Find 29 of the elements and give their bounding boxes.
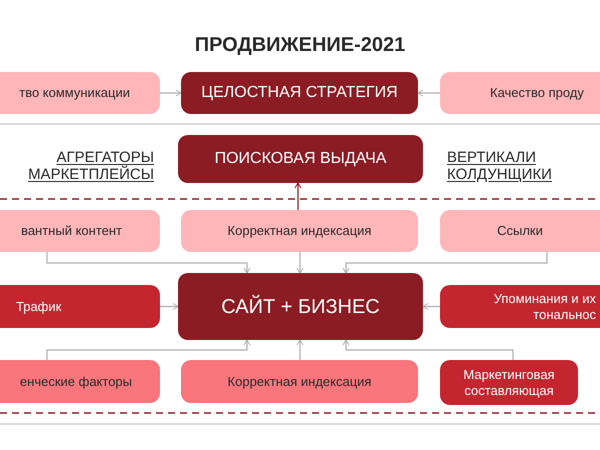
arrow [418, 90, 440, 96]
diagram-title: ПРОДВИЖЕНИЕ-2021 [194, 33, 406, 58]
factor-box: Маркетинговая составляющая [440, 360, 578, 405]
category-label: МАРКЕТПЛЕЙСЫ [28, 166, 154, 183]
category-label: ВЕРТИКАЛИ [447, 149, 536, 166]
arrow [294, 182, 302, 210]
category-label: КОЛДУНЩИКИ [447, 166, 552, 183]
main-box: ПОИСКОВАЯ ВЫДАЧА [178, 135, 423, 183]
factor-box: енческие факторы [0, 360, 160, 403]
arrow [422, 303, 440, 310]
factor-box: Ссылки [440, 210, 600, 252]
main-box: ЦЕЛОСТНАЯ СТРАТЕГИЯ [181, 72, 418, 114]
arrow [46, 252, 250, 274]
factor-box: вантный контент [0, 210, 160, 252]
arrow [342, 252, 548, 274]
arrow [296, 340, 304, 360]
category-label: АГРЕГАТОРЫ [56, 149, 154, 166]
arrow [46, 340, 250, 360]
factor-box: Трафик [0, 285, 160, 328]
arrow [160, 303, 178, 310]
arrow [296, 252, 304, 274]
factor-box: Упоминания и их тональнос [440, 285, 600, 328]
factor-box: Корректная индексация [181, 360, 418, 403]
factor-box: Качество проду [440, 72, 600, 114]
arrow [160, 90, 182, 96]
factor-box: Корректная индексация [181, 210, 418, 252]
arrow [342, 340, 514, 360]
main-box: САЙТ + БИЗНЕС [178, 273, 423, 340]
factor-box: тво коммуникации [0, 72, 160, 114]
